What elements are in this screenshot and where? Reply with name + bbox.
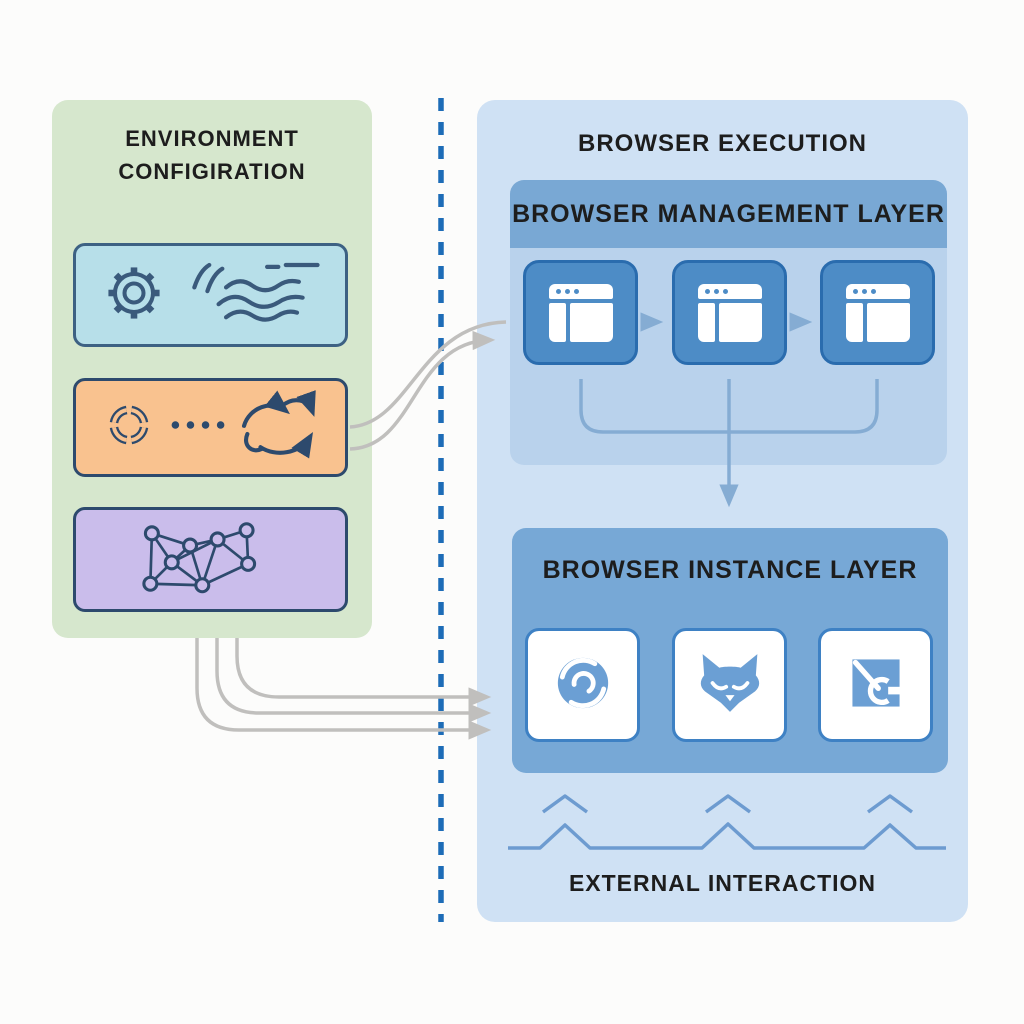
ellipsis-dots-icon xyxy=(167,416,229,439)
segmented-wheel-icon xyxy=(96,392,162,463)
browser-execution-panel: BROWSER EXECUTION BROWSER MANAGEMENT LAY… xyxy=(477,100,968,922)
browser-window-tile-1 xyxy=(523,260,638,365)
network-box xyxy=(73,507,348,612)
browser-window-tile-2 xyxy=(672,260,787,365)
browser-management-layer-header: BROWSER MANAGEMENT LAYER xyxy=(510,180,947,248)
browser-instance-layer: BROWSER INSTANCE LAYER xyxy=(512,528,948,773)
browser-instance-layer-title: BROWSER INSTANCE LAYER xyxy=(542,556,918,584)
fox-browser-icon xyxy=(692,645,768,726)
browser-window-icon xyxy=(697,283,762,342)
browser-management-layer-title: BROWSER MANAGEMENT LAYER xyxy=(512,199,945,228)
network-graph-icon xyxy=(102,515,298,604)
lifecycle-box xyxy=(73,378,348,477)
environment-configuration-panel: ENVIRONMENT CONFIGIRATION xyxy=(52,100,372,638)
swirl-browser-icon xyxy=(546,646,620,725)
browser-window-tile-3 xyxy=(820,260,935,365)
config-to-instance-arrows xyxy=(195,638,492,740)
browser-window-icon xyxy=(845,283,910,342)
wavy-lines-icon xyxy=(185,255,325,336)
browser-management-layer-body xyxy=(510,248,947,465)
gear-icon xyxy=(96,255,172,336)
browser-execution-title: BROWSER EXECUTION xyxy=(577,130,867,157)
sync-arrows-icon xyxy=(233,388,325,467)
browser-management-layer: BROWSER MANAGEMENT LAYER xyxy=(510,180,947,465)
instance-tile-2 xyxy=(672,628,787,742)
external-interaction-title: EXTERNAL INTERACTION xyxy=(568,870,877,896)
compass-browser-icon xyxy=(838,645,914,726)
browser-window-icon xyxy=(548,283,613,342)
environment-configuration-title: ENVIRONMENT CONFIGIRATION xyxy=(118,126,306,184)
instance-tile-3 xyxy=(818,628,933,742)
instance-tile-1 xyxy=(525,628,640,742)
settings-box xyxy=(73,243,348,347)
